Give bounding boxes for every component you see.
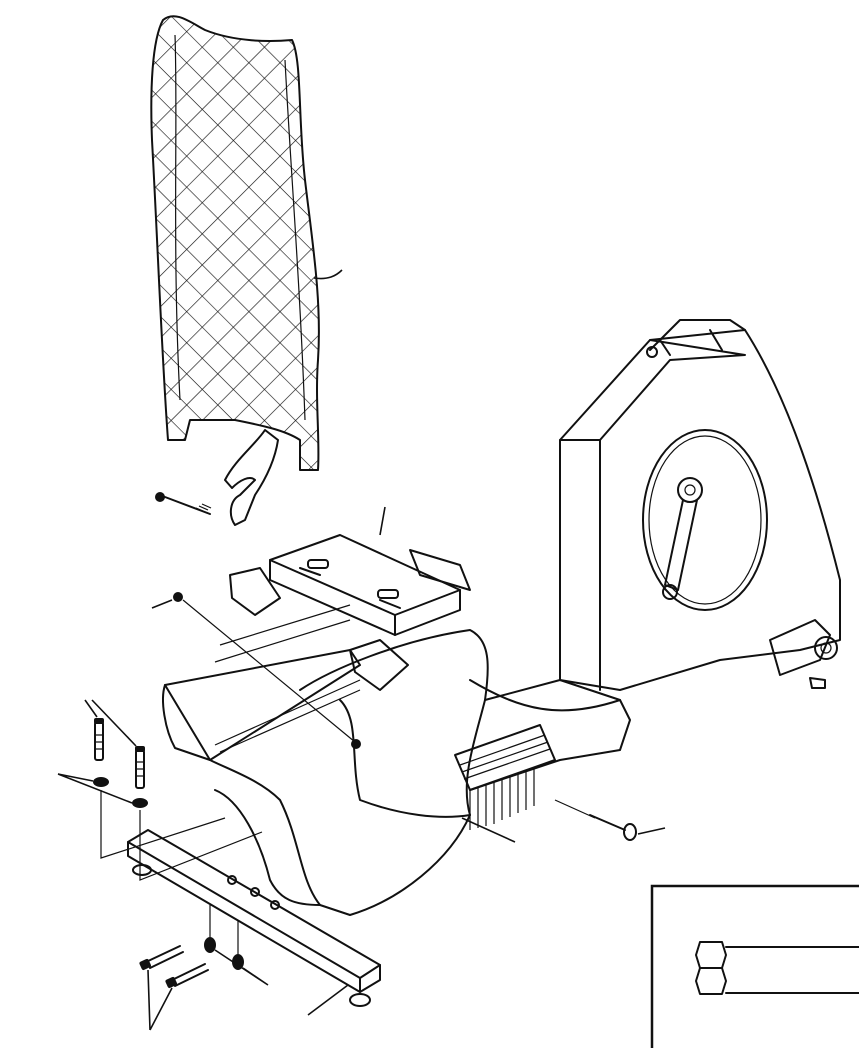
cap-89-upper: [173, 592, 183, 602]
bolt-67-upper: [155, 492, 212, 515]
front-stabilizer: [127, 829, 381, 1007]
bolt-67-right: [554, 799, 637, 841]
seat-frame: [229, 534, 471, 691]
flywheel-housing: [559, 319, 841, 691]
washers-84-upper: [93, 777, 148, 808]
backrest: [150, 15, 320, 526]
bolts-65-lower: [139, 945, 209, 988]
foot-plate: [454, 724, 556, 830]
hardware-inset: [650, 884, 859, 1048]
main-frame: [162, 629, 631, 916]
washers-84-lower: [204, 937, 244, 970]
cap-89-lower: [351, 739, 361, 749]
bolts-65-upper: [94, 718, 145, 789]
rear-stabilizer: [769, 619, 838, 689]
